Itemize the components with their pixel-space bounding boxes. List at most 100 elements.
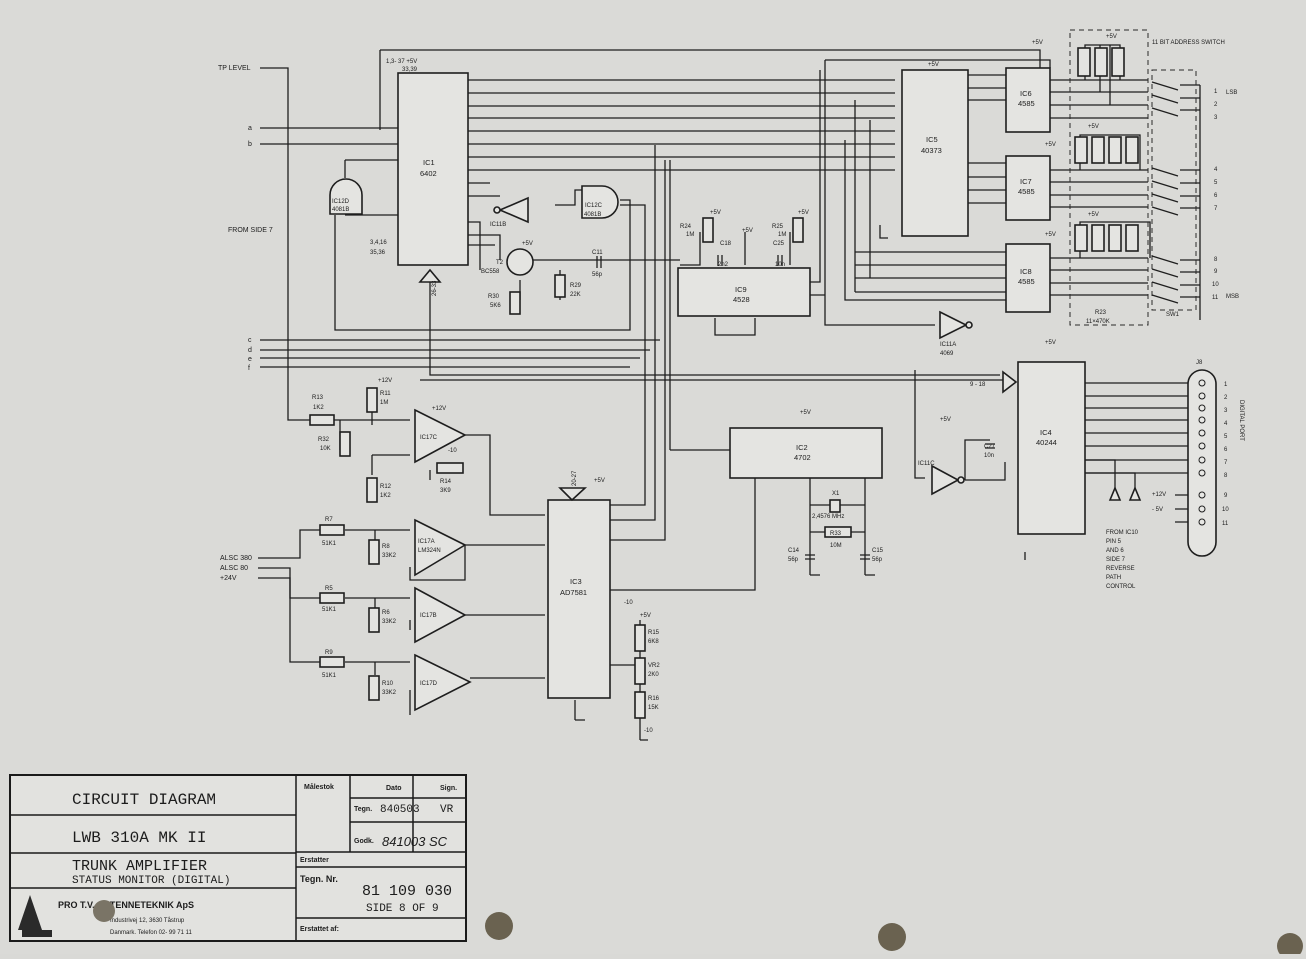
rail-12v: +12V (432, 406, 446, 412)
port-pin-number: 8 (1224, 473, 1228, 479)
c27-val: 10n (984, 453, 994, 459)
ic2-body (729, 427, 883, 479)
erstattet-label: Erstattet af: (300, 926, 339, 933)
ic12d-part: 4081B (332, 207, 349, 213)
ic11c-name: IC11C (918, 461, 935, 467)
from-ic10-note: PIN 5 (1106, 539, 1122, 545)
ic9-part: 4528 (733, 295, 750, 304)
from-ic10-note: CONTROL (1106, 584, 1136, 590)
x1-symbol (829, 499, 841, 513)
ic17a-part: LM324N (418, 548, 441, 554)
c25-ref: C25 (773, 241, 785, 247)
r29-symbol (554, 274, 566, 298)
from-ic10-note: SIDE 7 (1106, 557, 1126, 563)
chip-labels: IC1 6402 IC5 40373 IC6 4585 IC7 4585 IC8… (332, 89, 1057, 687)
bus-arrow-ic3 (558, 487, 588, 502)
ic2-part: 4702 (794, 453, 811, 462)
ic11c-inverter-symbol (931, 464, 960, 496)
switch-bit-number: 8 (1214, 257, 1218, 263)
port-pin-number: 1 (1224, 382, 1228, 388)
r7-ref: R7 (325, 517, 333, 523)
title-model: LWB 310A MK II (72, 829, 206, 847)
rail-labels: +5V +5V +5V +5V +5V +5V +5V +5V +5V +5V … (370, 34, 1117, 734)
r23-element (1094, 47, 1108, 77)
rail-5v: +5V (1088, 212, 1099, 218)
port-pin-number: 7 (1224, 460, 1228, 466)
ic1-gnd-pins-2: 35,36 (370, 250, 386, 256)
ic1-part: 6402 (420, 169, 437, 178)
j8-pin (1198, 456, 1206, 464)
r6-val: 33K2 (382, 619, 397, 625)
left-signal-labels: TP LEVEL a b FROM SIDE 7 c d e f ALSC 38… (218, 65, 273, 582)
signal-tp-level: TP LEVEL (218, 65, 251, 72)
ic17d-name: IC17D (420, 681, 438, 687)
ic17c-name: IC17C (420, 435, 438, 441)
r23-element (1111, 47, 1125, 77)
r8-val: 33K2 (382, 553, 397, 559)
from-ic10-note: PATH (1106, 575, 1121, 581)
port-pin-number: 9 (1224, 493, 1228, 499)
ic4-part: 40244 (1036, 438, 1057, 447)
c11-ref: C11 (592, 250, 603, 256)
r33-symbol (824, 526, 852, 538)
r7-val: 51K1 (322, 541, 337, 547)
from-ic10-note: AND 6 (1106, 548, 1124, 554)
port-supply-12v: +12V (1152, 492, 1166, 498)
r29-val: 22K (570, 292, 581, 298)
r23-element (1091, 224, 1105, 252)
rail-5v: +5V (640, 613, 651, 619)
arrow-from-ic10-b (1128, 485, 1142, 501)
ic12c-gate-symbol (581, 185, 619, 219)
ic17b-opamp-symbol (414, 586, 467, 644)
ic11a-part: 4069 (940, 351, 954, 357)
r11-ref: R11 (380, 391, 391, 397)
j8-ref: J8 (1196, 360, 1203, 366)
x1-ref: X1 (832, 491, 840, 497)
j8-pin (1198, 518, 1206, 526)
signal-c: c (248, 337, 252, 344)
company-address-2: Danmark. Telefon 02- 99 71 11 (110, 930, 192, 936)
rail-5v: +5V (1088, 124, 1099, 130)
bus-label-20-27: 20-27 (572, 470, 578, 486)
vr2-val: 2K0 (648, 672, 659, 678)
punch-hole (878, 923, 906, 951)
sheet-number: SIDE 8 OF 9 (366, 903, 439, 915)
switch-bit-number: 11 (1212, 295, 1219, 301)
title-block: CIRCUIT DIAGRAM LWB 310A MK II TRUNK AMP… (9, 774, 467, 942)
r24-val: 1M (686, 232, 694, 238)
j8-pin (1198, 416, 1206, 424)
ic11b-inverter-symbol (497, 196, 529, 224)
ic11a-inverter-symbol (939, 310, 968, 340)
sign-label: Sign. (440, 785, 457, 792)
j8-pin (1198, 505, 1206, 513)
signal-alsc-80: ALSC 80 (220, 565, 248, 572)
company-address-1: Industrivej 12, 3630 Tåstrup (110, 917, 185, 924)
r25-val: 1M (778, 232, 786, 238)
sw1-ref: SW1 (1166, 312, 1180, 318)
port-pin-number: 11 (1222, 521, 1229, 527)
tegn-sign: VR (440, 804, 454, 816)
c18-val: 2n2 (718, 262, 729, 268)
ic11a-bubble (965, 321, 973, 329)
punch-hole (1277, 933, 1303, 959)
rail-5v: +5V (1045, 142, 1056, 148)
ic1-gnd-pins: 3,4,16 (370, 240, 387, 246)
r14-val: 3K9 (440, 488, 451, 494)
r15-ref: R15 (648, 630, 660, 636)
r23-dashed-outline (1069, 29, 1149, 326)
r10-symbol (368, 675, 380, 701)
rail-5v: +5V (798, 210, 809, 216)
r33-val: 10M (830, 543, 842, 549)
j8-pin (1198, 429, 1206, 437)
from-ic10-note: REVERSE (1106, 566, 1135, 572)
godk-value: 841003 SC (382, 834, 448, 849)
switch-bit-number: 2 (1214, 102, 1218, 108)
company-logo-icon (18, 895, 52, 937)
j8-pin (1198, 442, 1206, 450)
rail-5v: +5V (522, 241, 533, 247)
bus-label-26-33: 26-33 (432, 280, 438, 296)
ic17b-name: IC17B (420, 613, 437, 619)
r24-symbol (702, 217, 714, 243)
ic5-part: 40373 (921, 146, 942, 155)
r25-symbol (792, 217, 804, 243)
